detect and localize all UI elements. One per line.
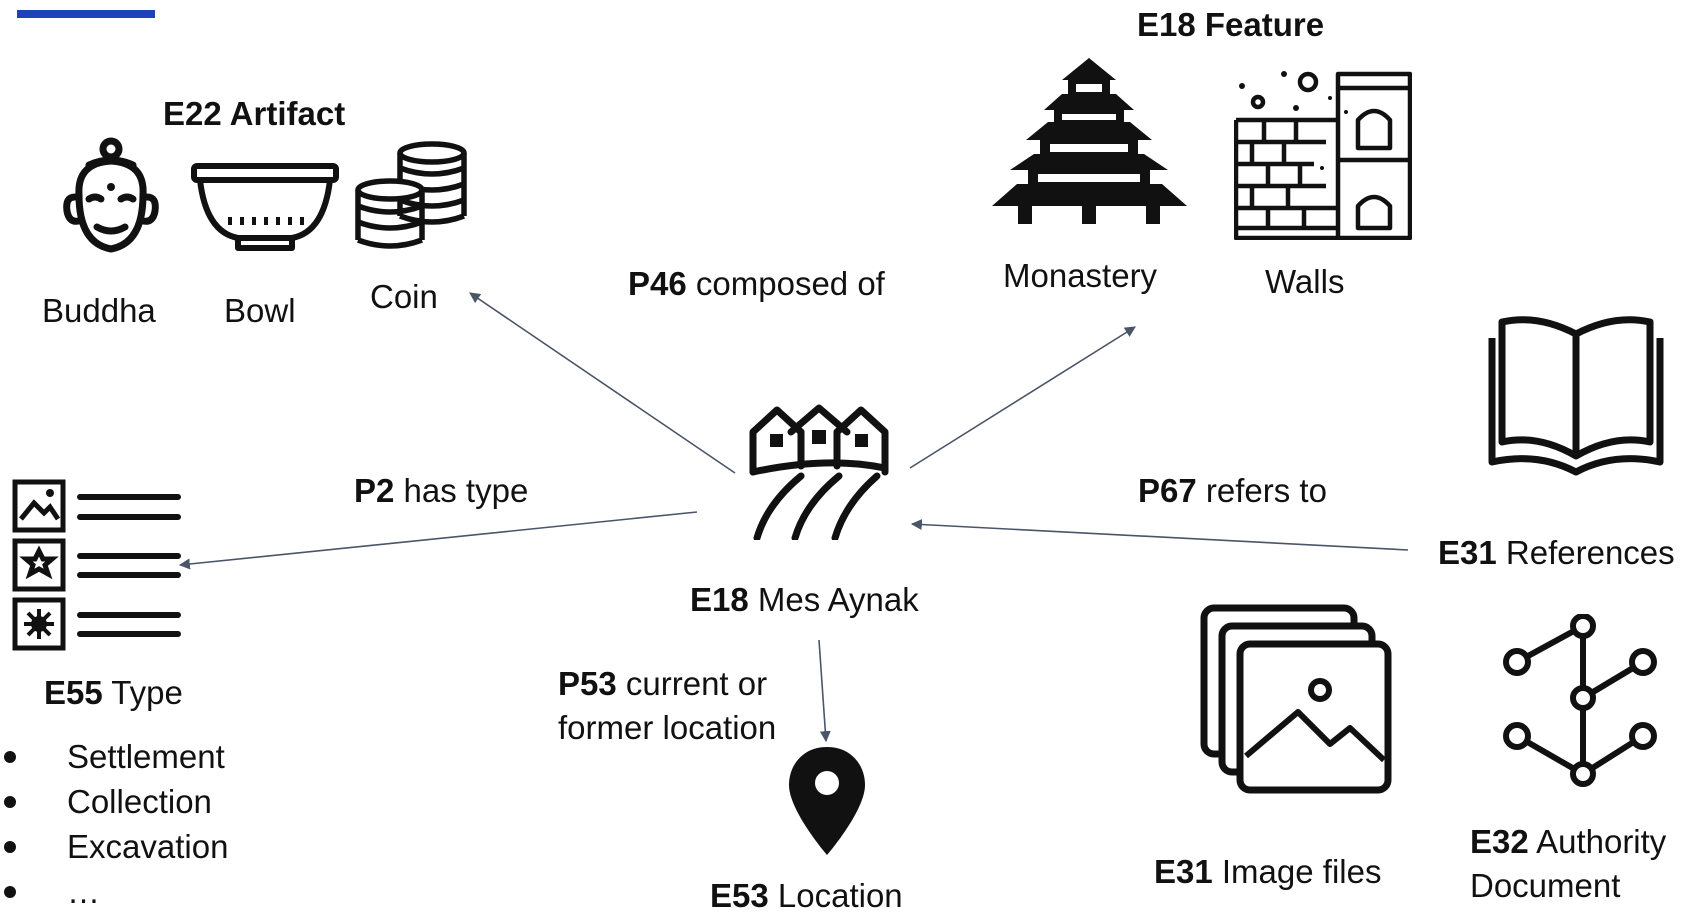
edge-p46-artifact bbox=[469, 292, 736, 474]
references-node-name: References bbox=[1505, 534, 1675, 571]
list-item: Excavation bbox=[0, 824, 228, 869]
image-files-node-code: E31 bbox=[1154, 853, 1213, 890]
relation-p67-text: refers to bbox=[1205, 472, 1327, 509]
relation-p46-code: P46 bbox=[628, 265, 687, 302]
artifact-label-coin: Coin bbox=[370, 278, 438, 315]
type-list-icon bbox=[12, 479, 181, 651]
image-files-node-label: E31 Image files bbox=[1154, 855, 1381, 888]
open-book-icon bbox=[1488, 316, 1664, 476]
edge-p53-location bbox=[818, 639, 831, 743]
artifact-label-bowl: Bowl bbox=[224, 292, 296, 329]
type-list: Settlement Collection Excavation … bbox=[0, 734, 228, 914]
pagoda-icon bbox=[992, 58, 1187, 224]
coin-stack-icon bbox=[355, 141, 467, 249]
network-graph-icon bbox=[1503, 614, 1657, 787]
map-pin-icon bbox=[789, 747, 865, 855]
location-node-label: E53 Location bbox=[710, 879, 903, 912]
edge-p2-type bbox=[178, 511, 698, 570]
ruined-wall-icon bbox=[1234, 71, 1412, 240]
type-node-label: E55 Type bbox=[44, 676, 183, 709]
artifact-label-buddha: Buddha bbox=[42, 292, 156, 329]
relation-p2-text: has type bbox=[403, 472, 529, 509]
center-node-name: Mes Aynak bbox=[757, 581, 919, 618]
relation-p46-text: composed of bbox=[695, 265, 885, 302]
authority-node-name-line2: Document bbox=[1470, 867, 1621, 904]
authority-node-name-line1: Authority bbox=[1536, 823, 1667, 860]
center-node-label: E18 Mes Aynak bbox=[690, 583, 919, 616]
relation-p67-label: P67 refers to bbox=[1138, 474, 1327, 507]
feature-label-monastery: Monastery bbox=[1003, 257, 1158, 294]
buddha-head-icon bbox=[63, 137, 159, 253]
feature-label-walls: Walls bbox=[1265, 263, 1345, 300]
references-node-label: E31 References bbox=[1438, 536, 1675, 569]
list-item: … bbox=[0, 869, 228, 914]
edge-p67-references bbox=[910, 519, 1409, 551]
relation-p53-text-line2: former location bbox=[558, 709, 777, 746]
relation-p53-code: P53 bbox=[558, 665, 617, 702]
artifact-heading: E22 Artifact bbox=[163, 95, 346, 132]
authority-node-code: E32 bbox=[1470, 823, 1529, 860]
list-item: Settlement bbox=[0, 734, 228, 779]
village-fields-icon bbox=[749, 404, 889, 540]
references-node-code: E31 bbox=[1438, 534, 1497, 571]
relation-p67-code: P67 bbox=[1138, 472, 1197, 509]
relation-p53-text-line1: current or bbox=[625, 665, 768, 702]
relation-p46-label: P46 composed of bbox=[628, 267, 885, 300]
type-node-name: Type bbox=[111, 674, 183, 711]
location-node-code: E53 bbox=[710, 877, 769, 914]
bowl-icon bbox=[191, 163, 339, 251]
image-files-node-name: Image files bbox=[1221, 853, 1382, 890]
authority-node-label-line1: E32 Authority bbox=[1470, 825, 1666, 858]
relation-p53-label-line1: P53 current or bbox=[558, 667, 767, 700]
edge-p46-feature bbox=[909, 326, 1136, 469]
relation-p2-label: P2 has type bbox=[354, 474, 528, 507]
relation-p2-code: P2 bbox=[354, 472, 395, 509]
center-node-code: E18 bbox=[690, 581, 749, 618]
location-node-name: Location bbox=[777, 877, 903, 914]
image-stack-icon bbox=[1200, 604, 1392, 794]
feature-heading: E18 Feature bbox=[1137, 6, 1325, 43]
list-item: Collection bbox=[0, 779, 228, 824]
type-node-code: E55 bbox=[44, 674, 103, 711]
accent-bar bbox=[17, 10, 155, 18]
